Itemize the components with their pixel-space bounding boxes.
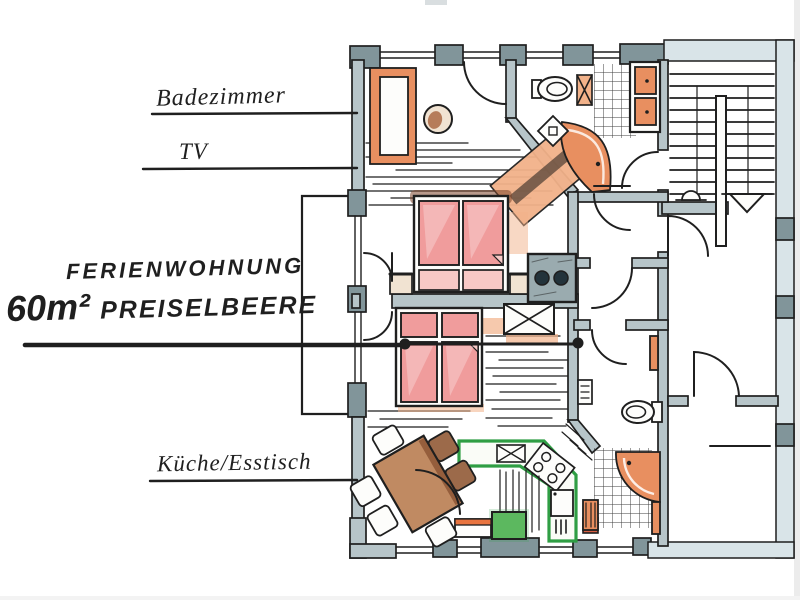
toilet — [621, 400, 663, 424]
balcony — [300, 194, 356, 416]
bathroom-label-line — [150, 111, 359, 116]
apartment-label-line2: 60m² PREISELBEERE — [6, 280, 318, 330]
sofa — [369, 67, 417, 165]
sink — [496, 444, 526, 463]
radiator — [582, 499, 661, 535]
chair — [424, 516, 458, 548]
apartment-pointer-line — [22, 337, 584, 350]
toilet — [531, 76, 573, 102]
staircase — [669, 73, 775, 247]
wall-shading — [561, 423, 593, 461]
nightstand — [388, 272, 414, 295]
floor-drain-icon — [536, 114, 570, 148]
chimney-flue — [526, 252, 578, 304]
annotation-lines — [22, 111, 584, 483]
dining-table — [371, 434, 465, 534]
chair — [366, 504, 399, 537]
tv-label: TV — [179, 139, 208, 164]
shaft — [576, 74, 593, 106]
kitchen-label-line — [148, 478, 359, 483]
stove — [523, 441, 576, 493]
stair-start-icon — [681, 190, 701, 201]
apartment-area: 60m² — [5, 285, 91, 330]
side-table — [423, 104, 453, 134]
double-bed-1 — [388, 190, 534, 295]
refrigerator — [550, 489, 574, 535]
bathroom-top — [489, 60, 662, 227]
bathroom-label: Badezimmer — [155, 82, 287, 112]
exterior-walls — [347, 39, 795, 559]
wall-shelf — [577, 379, 593, 405]
down-arrow-icon — [727, 193, 767, 214]
corner-shower — [560, 121, 612, 193]
kitchen-label: Küche/Esstisch — [156, 448, 312, 477]
dishwasher — [491, 511, 527, 540]
door-swings — [363, 61, 740, 515]
washer-dryer-column — [628, 60, 662, 134]
corridor — [649, 335, 771, 447]
bathroom-bottom — [561, 379, 663, 535]
apartment-name: PREISELBEERE — [99, 290, 318, 325]
double-bed-2 — [394, 306, 506, 412]
kitchen-counter — [457, 439, 578, 543]
kitchen-floor-hatch — [499, 469, 540, 535]
chair — [349, 475, 382, 508]
tv-label-line — [141, 166, 359, 171]
wardrobe — [503, 303, 558, 343]
chair — [371, 424, 405, 456]
radiator-hall — [649, 335, 659, 371]
